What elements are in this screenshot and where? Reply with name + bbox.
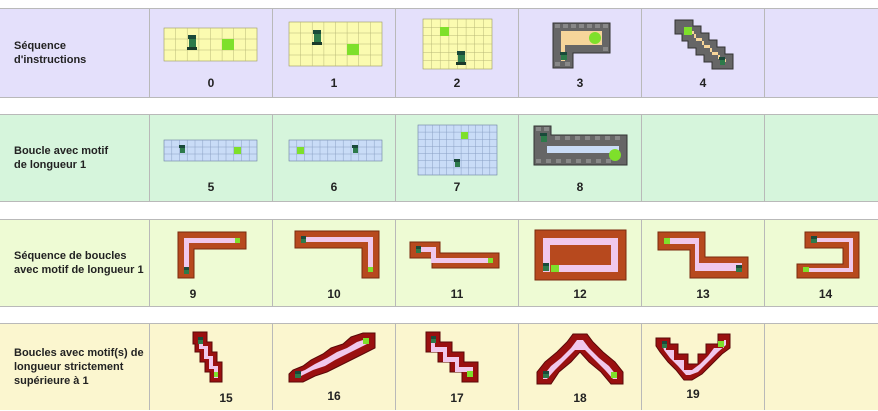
row-boucle-motif-1: Boucle avec motif de longueur 1 5 6 [0, 114, 878, 202]
level-9[interactable]: 9 [150, 220, 273, 306]
row-label: Séquence de boucles avec motif de longue… [0, 220, 150, 306]
row-boucles-motifs: Boucles avec motif(s) de longueur strict… [0, 323, 878, 410]
level-number: 13 [642, 287, 764, 301]
level-8[interactable]: 8 [519, 115, 642, 201]
level-number: 10 [273, 287, 395, 301]
level-number: 9 [132, 287, 254, 301]
empty-cell [765, 9, 878, 97]
row-label-text: Boucles avec motif(s) de longueur strict… [14, 346, 149, 388]
empty-cell [642, 115, 765, 201]
level-1[interactable]: 1 [273, 9, 396, 97]
level-19[interactable]: 19 [642, 324, 765, 410]
level-18[interactable]: 18 [519, 324, 642, 410]
level-0[interactable]: 0 [150, 9, 273, 97]
level-15[interactable]: 15 [150, 324, 273, 410]
level-3[interactable]: 3 [519, 9, 642, 97]
empty-cell [765, 115, 878, 201]
level-number: 14 [769, 287, 878, 301]
level-5[interactable]: 5 [150, 115, 273, 201]
level-12[interactable]: 12 [519, 220, 642, 306]
level-10[interactable]: 10 [273, 220, 396, 306]
row-label-text: Séquence de boucles avec motif de longue… [14, 249, 149, 277]
level-number: 8 [519, 180, 641, 194]
level-7[interactable]: 7 [396, 115, 519, 201]
level-4[interactable]: 4 [642, 9, 765, 97]
level-6[interactable]: 6 [273, 115, 396, 201]
level-number: 16 [273, 389, 395, 403]
level-number: 4 [642, 76, 764, 90]
level-number: 17 [396, 391, 518, 405]
level-number: 12 [519, 287, 641, 301]
row-label: Boucles avec motif(s) de longueur strict… [0, 324, 150, 410]
level-16[interactable]: 16 [273, 324, 396, 410]
row-label: Boucle avec motif de longueur 1 [0, 115, 150, 201]
level-2[interactable]: 2 [396, 9, 519, 97]
level-number: 2 [396, 76, 518, 90]
level-number: 15 [165, 391, 287, 405]
level-number: 6 [273, 180, 395, 194]
level-13[interactable]: 13 [642, 220, 765, 306]
level-17[interactable]: 17 [396, 324, 519, 410]
level-number: 3 [519, 76, 641, 90]
row-sequence-boucles: Séquence de boucles avec motif de longue… [0, 219, 878, 307]
level-number: 1 [273, 76, 395, 90]
level-11[interactable]: 11 [396, 220, 519, 306]
level-14[interactable]: 14 [765, 220, 878, 306]
row-label-text: Boucle avec motif de longueur 1 [14, 144, 124, 172]
row-sequence-instructions: Séquence d'instructions 0 1 [0, 8, 878, 98]
level-number: 0 [150, 76, 272, 90]
level-number: 7 [396, 180, 518, 194]
level-number: 18 [519, 391, 641, 405]
level-number: 19 [632, 387, 754, 401]
level-number: 11 [396, 287, 518, 301]
row-label-text: Séquence d'instructions [14, 39, 134, 67]
empty-cell [765, 324, 878, 410]
row-label: Séquence d'instructions [0, 9, 150, 97]
level-number: 5 [150, 180, 272, 194]
